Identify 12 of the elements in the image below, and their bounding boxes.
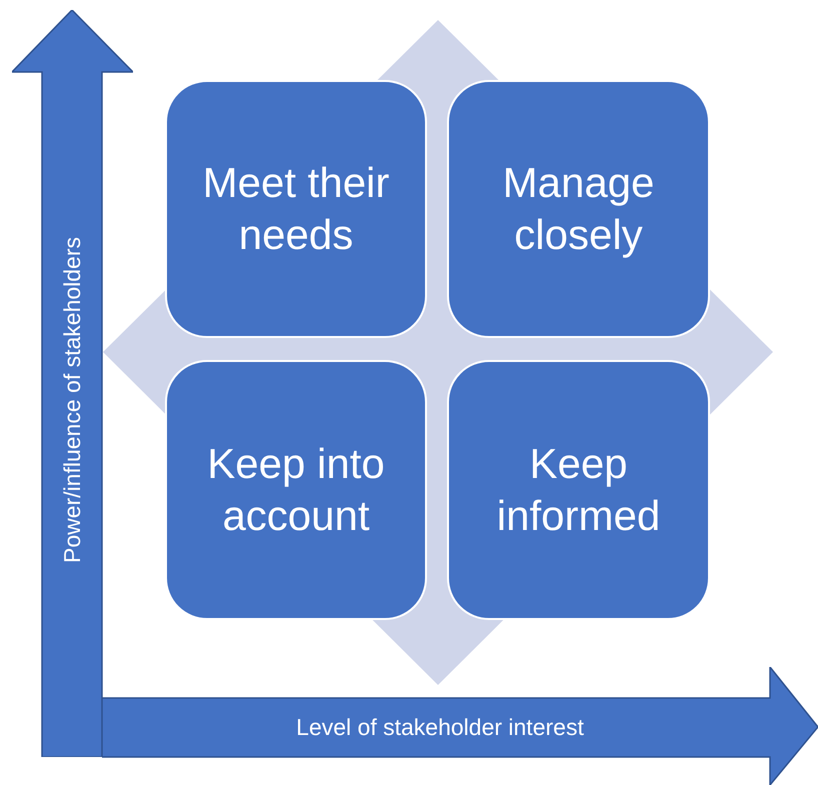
axis-arrow <box>12 10 133 757</box>
axis-label: Power/influence of stakeholders <box>58 236 86 564</box>
box-label: Manage closely <box>502 158 656 260</box>
rounded-box <box>165 80 427 338</box>
axis-label: Level of stakeholder interest <box>296 712 584 742</box>
rounded-box <box>447 80 710 338</box>
box-label: Keep informed <box>496 438 662 541</box>
axis-arrow <box>102 667 818 785</box>
box-label: Meet their needs <box>202 158 390 260</box>
box-label: Keep into account <box>206 438 386 541</box>
rounded-box <box>165 360 427 620</box>
rounded-box <box>447 360 710 620</box>
